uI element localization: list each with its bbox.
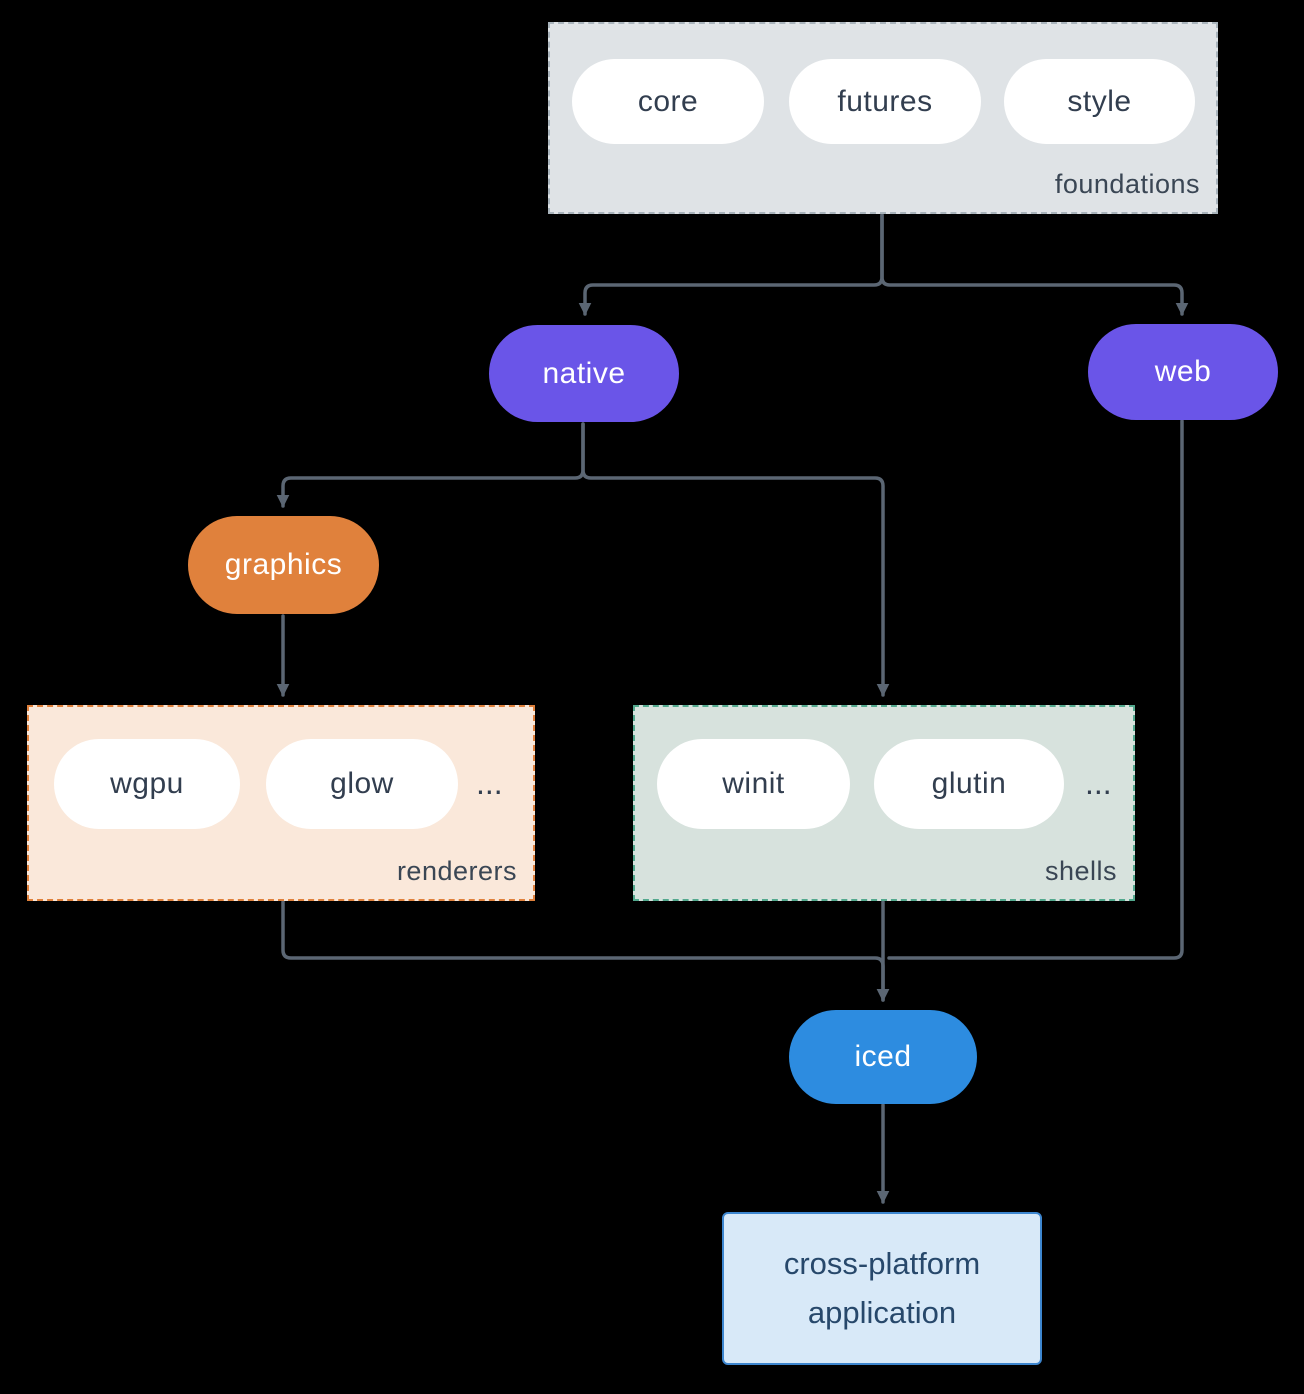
edge-native-shells — [581, 422, 890, 697]
node-native: native — [489, 325, 679, 422]
group-renderers: wgpu glow ... renderers — [27, 705, 535, 901]
node-web: web — [1088, 324, 1278, 420]
node-cross-platform-application: cross-platform application — [722, 1212, 1042, 1365]
node-wgpu: wgpu — [54, 739, 240, 829]
edge-native-graphics — [276, 422, 585, 508]
node-winit: winit — [657, 739, 850, 829]
node-glutin: glutin — [874, 739, 1064, 829]
group-shells: winit glutin ... shells — [633, 705, 1135, 901]
group-label-foundations: foundations — [1054, 169, 1200, 199]
group-label-renderers: renderers — [396, 856, 517, 886]
edge-foundations-native — [578, 213, 884, 316]
shells-ellipsis: ... — [1085, 765, 1112, 801]
edge-renderers-iced — [281, 900, 890, 1002]
edge-foundations-web — [880, 213, 1189, 316]
group-label-shells: shells — [1044, 856, 1117, 886]
group-foundations: core futures style foundations — [548, 22, 1218, 214]
node-graphics: graphics — [188, 516, 379, 614]
node-futures: futures — [789, 59, 981, 144]
node-glow: glow — [266, 739, 458, 829]
node-iced: iced — [789, 1010, 977, 1104]
node-core: core — [572, 59, 764, 144]
renderers-ellipsis: ... — [476, 765, 503, 801]
node-style: style — [1004, 59, 1195, 144]
